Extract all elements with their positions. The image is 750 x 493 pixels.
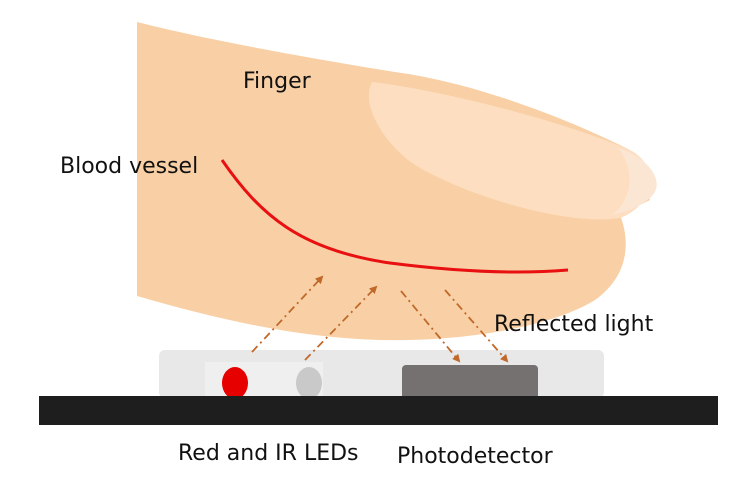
fingernail	[368, 82, 650, 220]
reflected-light-label: Reflected light	[494, 312, 654, 337]
fingernail-tip	[612, 148, 657, 215]
finger-label: Finger	[243, 69, 312, 94]
leds-label: Red and IR LEDs	[178, 441, 359, 466]
photodetector-chip	[402, 365, 538, 399]
red-led	[222, 367, 248, 399]
blood-vessel-line	[220, 159, 569, 274]
finger-shape	[137, 22, 650, 341]
reflected-ray-1	[400, 290, 461, 363]
light-ray-red-led	[251, 275, 324, 353]
circuit-board	[39, 396, 718, 425]
photodetector-label: Photodetector	[397, 444, 554, 469]
ir-led	[296, 367, 322, 399]
blood-vessel-label: Blood vessel	[60, 154, 198, 179]
light-ray-ir-led	[304, 285, 378, 361]
reflected-ray-2	[444, 289, 509, 363]
